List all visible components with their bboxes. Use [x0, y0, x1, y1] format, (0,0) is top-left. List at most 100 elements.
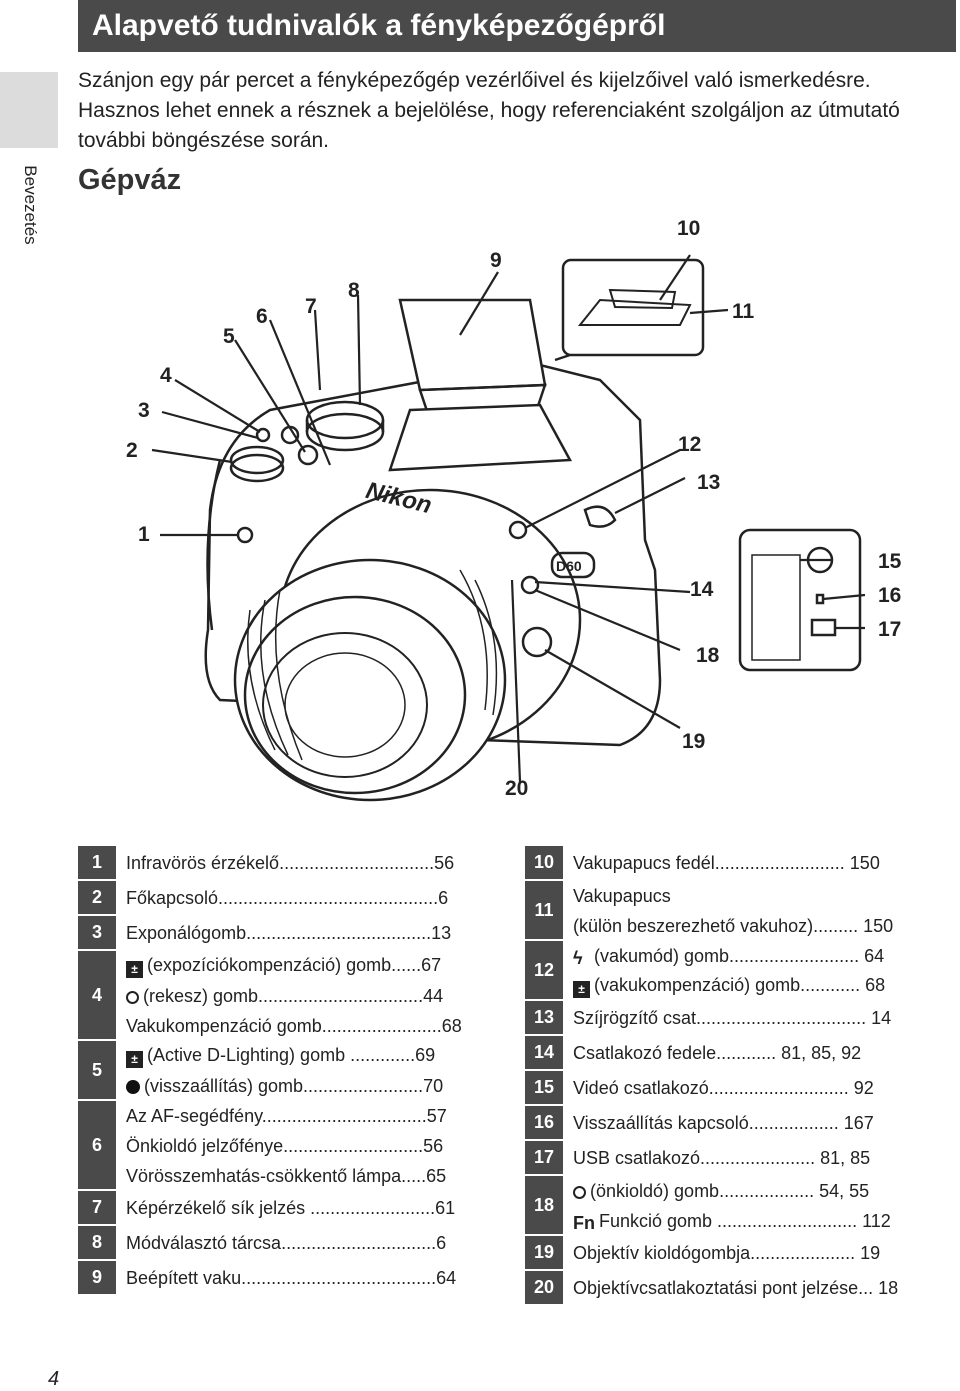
- callout-3: 3: [138, 399, 150, 422]
- flash-comp-icon: ±: [573, 980, 590, 998]
- callout-14: 14: [690, 578, 714, 601]
- legend-entry: Videó csatlakozó........................…: [563, 1071, 955, 1106]
- legend-row: 15 Videó csatlakozó......................…: [525, 1071, 955, 1106]
- legend-number: 19: [525, 1236, 563, 1271]
- legend-number: 1: [78, 846, 116, 881]
- legend-entry: Az AF-segédfény.........................…: [116, 1101, 508, 1131]
- legend-number: 12: [525, 941, 563, 1001]
- callout-10: 10: [677, 217, 700, 240]
- shutter-button: [229, 445, 285, 475]
- legend-entry-text: (rekesz) gomb...........................…: [143, 985, 444, 1006]
- callout-2: 2: [126, 439, 138, 462]
- callout-8: 8: [348, 279, 360, 302]
- legend-row: 18 (önkioldó) gomb................... 54,…: [525, 1176, 955, 1236]
- callout-20: 20: [505, 777, 528, 800]
- legend-entry: Vakukompenzáció gomb....................…: [116, 1011, 508, 1041]
- legend-entry: Visszaállítás kapcsoló..................…: [563, 1106, 955, 1141]
- legend-row: ±(vakukompenzáció) gomb............ 68: [525, 971, 955, 1001]
- legend-row: 17 USB csatlakozó....................... …: [525, 1141, 955, 1176]
- legend-entry-text: Főkapcsoló..............................…: [126, 888, 449, 908]
- legend-entry-text: Vakupapucs fedél........................…: [573, 853, 880, 873]
- legend-entry: Vakupapucs fedél........................…: [563, 846, 955, 881]
- legend-entry: Önkioldó jelzőfénye.....................…: [116, 1131, 508, 1161]
- callout-5: 5: [223, 325, 235, 348]
- legend-entry-text: Exponálógomb............................…: [126, 923, 452, 943]
- legend-entry-text: (önkioldó) gomb................... 54, 5…: [590, 1180, 870, 1201]
- active-d-lighting-icon: ±: [126, 1050, 143, 1068]
- legend-entry-text: (expozíciókompenzáció) gomb......67: [147, 954, 442, 975]
- legend-entry: Objektív kioldógombja...................…: [563, 1236, 955, 1271]
- legend-entry: Vörösszemhatás-csökkentő lámpa.....65: [116, 1161, 508, 1191]
- fn-icon: Fn: [573, 1212, 595, 1233]
- legend-entry-text: Videó csatlakozó........................…: [573, 1078, 874, 1098]
- reset-dot-icon: [126, 1079, 140, 1094]
- legend-number: 7: [78, 1191, 116, 1226]
- legend-row: Vörösszemhatás-csökkentő lámpa.....65: [78, 1161, 508, 1191]
- legend-entry: USB csatlakozó....................... 81…: [563, 1141, 955, 1176]
- callout-7: 7: [305, 295, 317, 318]
- callout-17: 17: [878, 618, 901, 641]
- legend-entry: Képérzékelő sík jelzés .................…: [116, 1191, 508, 1226]
- legend-row: 4±(expozíciókompenzáció) gomb......67: [78, 951, 508, 1041]
- camera-grip: [206, 459, 222, 631]
- lens-glass: [262, 632, 428, 778]
- legend-entry-text: (vakumód) gomb..........................…: [594, 945, 885, 966]
- callout-12: 12: [678, 433, 701, 456]
- aperture-icon: [126, 990, 139, 1004]
- legend-number: 11: [525, 881, 563, 941]
- legend-entry-text: Objektívcsatlakoztatási pont jelzése... …: [573, 1278, 899, 1298]
- legend-number: 17: [525, 1141, 563, 1176]
- leader-lines: [151, 254, 866, 783]
- callout-15: 15: [878, 550, 902, 573]
- legend-entry: ±(expozíciókompenzáció) gomb......67: [116, 951, 508, 981]
- legend-entry-text: Objektív kioldógombja...................…: [573, 1243, 881, 1263]
- page-title: Alapvető tudnivalók a fényképezőgépről: [78, 0, 956, 52]
- legend-number: 20: [525, 1271, 563, 1306]
- camera-drawing: [204, 258, 862, 802]
- legend-number: 18: [525, 1176, 563, 1236]
- legend-entry: Exponálógomb............................…: [116, 916, 508, 951]
- callout-18: 18: [696, 644, 720, 667]
- legend-entry-text: (Active D-Lighting) gomb .............69: [147, 1044, 436, 1065]
- legend-number: 5: [78, 1041, 116, 1101]
- legend-entry: Beépített vaku..........................…: [116, 1261, 508, 1296]
- legend-row: 19 Objektív kioldógombja.................…: [525, 1236, 955, 1271]
- legend-entry-text: Szíjrögzítő csat........................…: [573, 1008, 892, 1028]
- lens-barrel-front: [233, 558, 507, 802]
- legend-row: (visszaállítás) gomb....................…: [78, 1071, 508, 1101]
- flash-mode-button: [508, 520, 528, 540]
- legend-entry: Szíjrögzítő csat........................…: [563, 1001, 955, 1036]
- legend-entry-text: Önkioldó jelzőfénye.....................…: [126, 1135, 444, 1156]
- legend-number: 16: [525, 1106, 563, 1141]
- page-number: 4: [48, 1368, 60, 1390]
- camera-diagram: Nikon D60 1 2 3 4 5 6 7 8 9 10 11: [126, 217, 902, 802]
- legend-number: 15: [525, 1071, 563, 1106]
- callout-19: 19: [682, 730, 705, 753]
- legend-entry-text: USB csatlakozó....................... 81…: [573, 1148, 871, 1168]
- callout-16: 16: [878, 584, 901, 607]
- legend-row: (rekesz) gomb...........................…: [78, 981, 508, 1011]
- callout-1: 1: [138, 523, 150, 546]
- legend-entry: (külön beszerezhető vakuhoz)......... 15…: [563, 911, 955, 941]
- legend-entry: Objektívcsatlakoztatási pont jelzése... …: [563, 1271, 955, 1306]
- legend-entry-text: Képérzékelő sík jelzés .................…: [126, 1198, 456, 1218]
- legend-entry-text: Vakupapucs: [573, 885, 671, 906]
- legend-row: Vakukompenzáció gomb....................…: [78, 1011, 508, 1041]
- legend-entry: ±(vakukompenzáció) gomb............ 68: [563, 971, 955, 1001]
- callout-11: 11: [732, 300, 755, 323]
- side-tab-label: Bevezetés: [21, 165, 40, 245]
- exposure-comp-icon: ±: [126, 960, 143, 978]
- legend-row: (külön beszerezhető vakuhoz)......... 15…: [525, 911, 955, 941]
- legend-number: 8: [78, 1226, 116, 1261]
